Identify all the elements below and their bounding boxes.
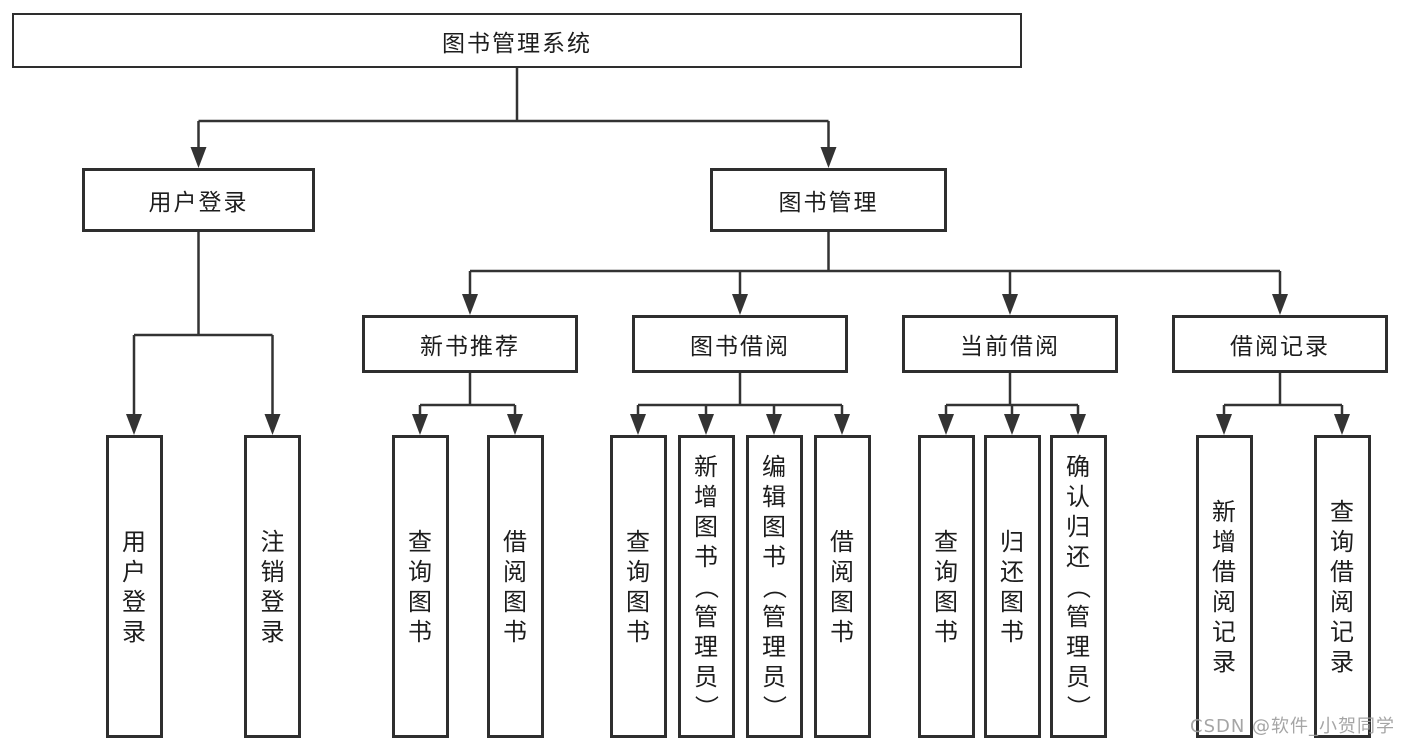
leaf-borrow-edit-books-admin: 编辑图书（管理员） [745, 435, 803, 738]
leaf-borrow-borrow-books: 借阅图书 [813, 435, 871, 738]
node-library-system: 图书管理系统 [12, 13, 1022, 68]
leaf-current-return-books: 归还图书 [983, 435, 1041, 738]
node-current-borrow-label: 当前借阅 [960, 334, 1060, 360]
leaf-records-add-borrow-record: 新增借阅记录 [1195, 435, 1253, 738]
node-library-system-label: 图书管理系统 [442, 30, 592, 57]
leaf-recommend-borrow-books: 借阅图书 [486, 435, 544, 738]
node-user-login-label: 用户登录 [148, 190, 249, 216]
leaf-current-query-books: 查询图书 [917, 435, 975, 738]
node-current-borrow: 当前借阅 [902, 315, 1118, 373]
node-book-management: 图书管理 [710, 168, 947, 232]
node-new-book-recommend: 新书推荐 [362, 315, 578, 373]
node-user-login: 用户登录 [82, 168, 315, 232]
leaf-user-login: 用户登录 [105, 435, 163, 738]
node-book-management-label: 图书管理 [778, 190, 879, 216]
leaf-borrow-add-books-admin: 新增图书（管理员） [677, 435, 735, 738]
node-borrow-records-label: 借阅记录 [1230, 334, 1330, 360]
leaf-recommend-query-books: 查询图书 [391, 435, 449, 738]
leaf-borrow-query-books: 查询图书 [609, 435, 667, 738]
node-new-book-recommend-label: 新书推荐 [420, 334, 520, 360]
leaf-logout: 注销登录 [244, 435, 301, 738]
watermark: CSDN @软件_小贺同学 [1190, 716, 1396, 737]
leaf-records-query-borrow-record: 查询借阅记录 [1313, 435, 1371, 738]
node-book-borrow-label: 图书借阅 [690, 334, 790, 360]
node-book-borrow: 图书借阅 [632, 315, 848, 373]
leaf-current-confirm-return-admin: 确认归还（管理员） [1049, 435, 1107, 738]
node-borrow-records: 借阅记录 [1172, 315, 1388, 373]
